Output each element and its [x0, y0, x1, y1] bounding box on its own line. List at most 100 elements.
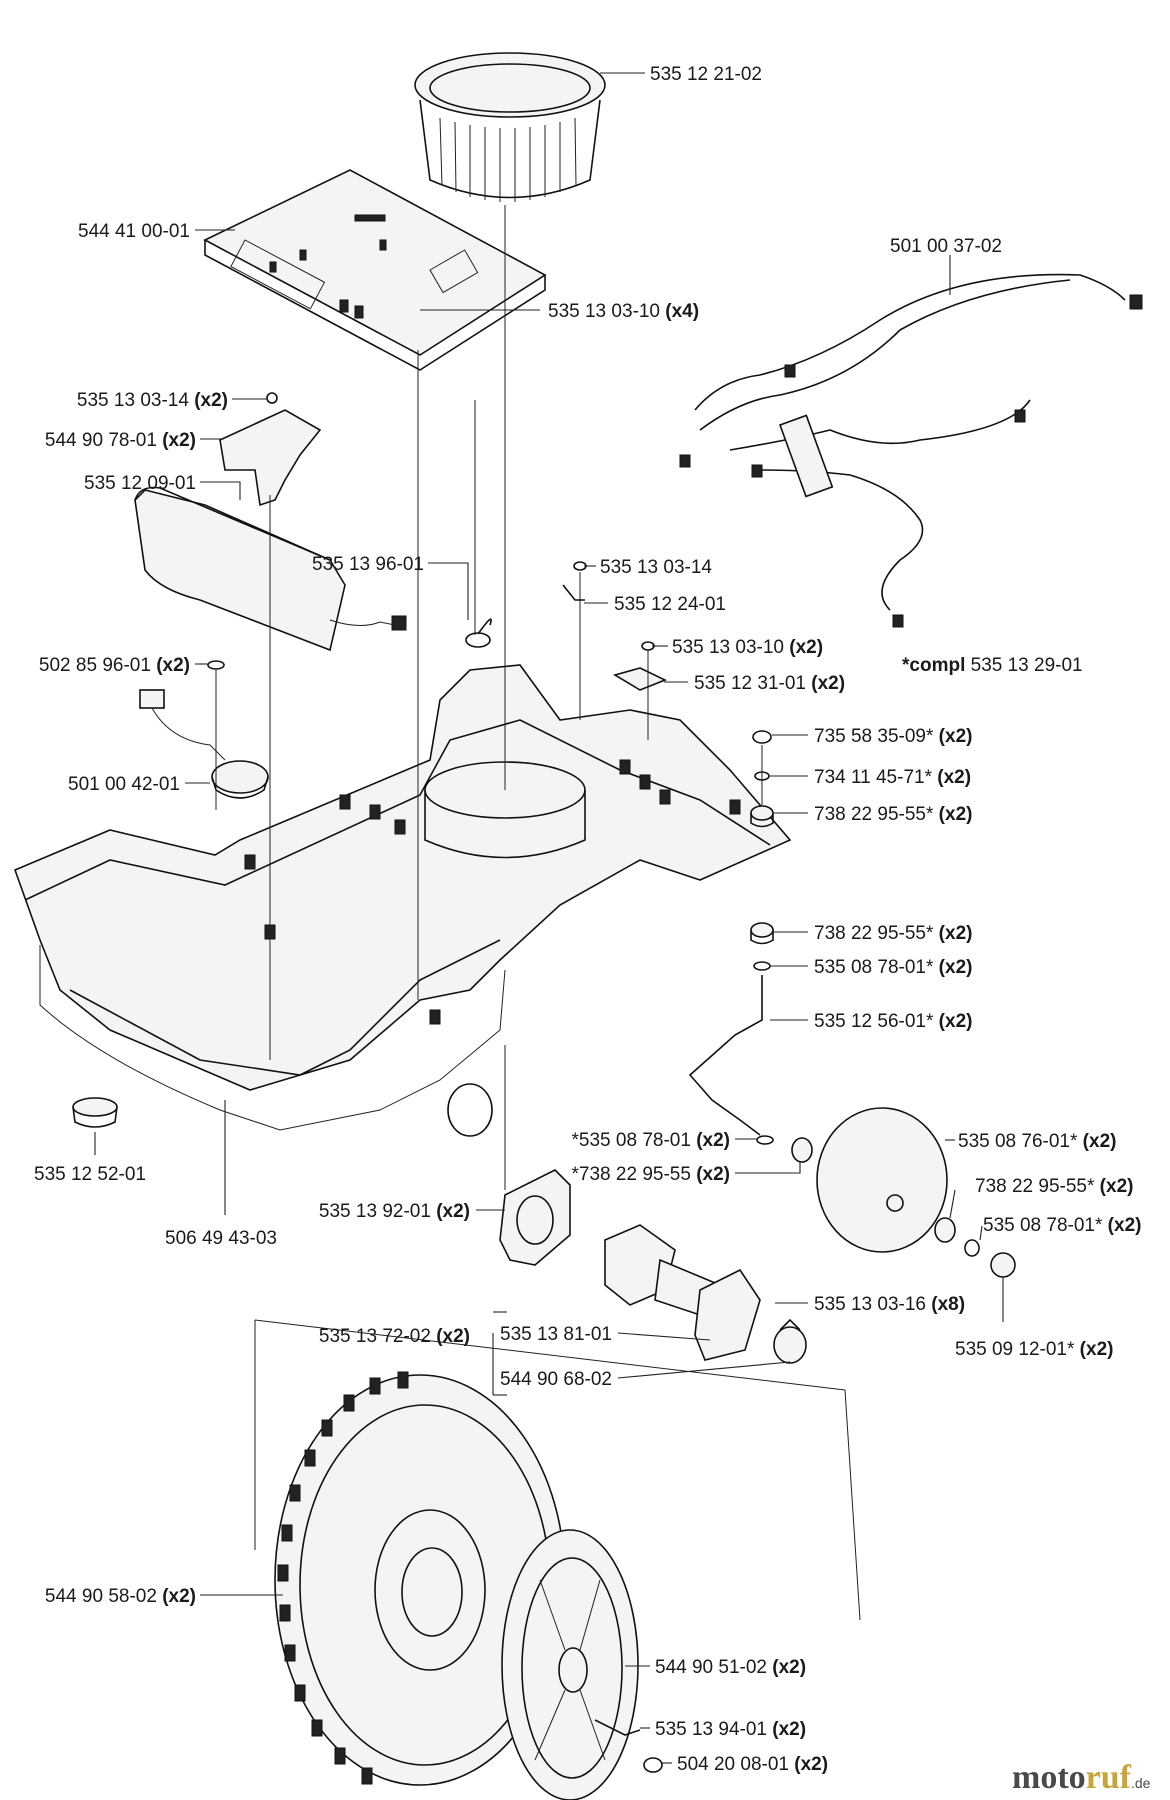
quantity: (x2)	[162, 1586, 196, 1607]
drawing-chassis	[13, 664, 792, 1137]
drawing-front-wheel-stack	[688, 730, 1016, 1278]
drawing-gasket	[499, 1169, 571, 1266]
callout-c27: 535 08 78-01* (x2)	[983, 1215, 1141, 1236]
callout-c25: 535 08 76-01* (x2)	[958, 1131, 1116, 1152]
part-number: 535 13 81-01	[500, 1324, 612, 1345]
callout-c12: 502 85 96-01 (x2)	[39, 655, 190, 676]
svg-text:motoruf.de: motoruf.de	[1012, 1759, 1151, 1796]
drawing-screw-left	[207, 660, 225, 670]
callout-c20: 535 12 56-01* (x2)	[814, 1011, 972, 1032]
quantity: (x2)	[939, 923, 973, 944]
callout-c2: 544 41 00-01	[78, 221, 190, 242]
quantity: (x2)	[696, 1130, 730, 1151]
part-number: 544 90 58-02	[45, 1586, 157, 1607]
callout-c26: 738 22 95-55* (x2)	[975, 1176, 1133, 1197]
drawing-bracket	[219, 392, 322, 507]
callout-c5: 535 13 03-14 (x2)	[77, 390, 228, 411]
drawing-plate	[612, 641, 667, 691]
quantity: (x2)	[937, 767, 971, 788]
part-number: 544 41 00-01	[78, 221, 190, 242]
part-number: 735 58 35-09*	[814, 726, 934, 747]
callout-c32: 535 13 81-01	[500, 1324, 612, 1345]
part-number: 535 13 03-16	[814, 1294, 926, 1315]
callout-c16: 734 11 45-71* (x2)	[814, 767, 971, 788]
part-number: 535 08 78-01*	[983, 1215, 1103, 1236]
callout-labels: 535 12 21-02 544 41 00-01 535 13 03-10 (…	[34, 64, 1141, 1775]
callout-c3: 535 13 03-10 (x4)	[548, 301, 699, 322]
quantity: (x2)	[194, 390, 228, 411]
drawing-assembly-frame	[254, 1319, 861, 1621]
callout-c23: *535 08 78-01 (x2)	[572, 1130, 730, 1151]
callout-c4: 501 00 37-02	[890, 236, 1002, 257]
part-number: 504 20 08-01	[677, 1754, 789, 1775]
quantity: (x2)	[1100, 1176, 1134, 1197]
callout-c30: 535 09 12-01* (x2)	[955, 1339, 1113, 1360]
drawing-hub-cap	[501, 1529, 663, 1800]
quantity: (x2)	[696, 1164, 730, 1185]
part-number: 535 08 78-01*	[814, 957, 934, 978]
part-number: 544 90 78-01	[45, 430, 157, 451]
leader-lines	[94, 72, 1004, 1764]
part-number: 501 00 37-02	[890, 236, 1002, 257]
callout-c1: 535 12 21-02	[650, 64, 762, 85]
callout-c10: 535 12 24-01	[614, 594, 726, 615]
part-number: *535 08 78-01	[572, 1130, 691, 1151]
drawing-battery	[134, 486, 407, 652]
callout-c17: 738 22 95-55* (x2)	[814, 804, 972, 825]
quantity: (x2)	[772, 1657, 806, 1678]
assembly-axis-lines	[215, 205, 763, 1190]
part-number: 738 22 95-55*	[814, 923, 934, 944]
callout-c31: 535 13 72-02 (x2)	[319, 1326, 470, 1347]
part-number: 535 13 96-01	[312, 554, 424, 575]
part-number: 535 13 03-14	[77, 390, 189, 411]
callout-c33: 544 90 68-02	[500, 1369, 612, 1390]
part-number: 535 12 21-02	[650, 64, 762, 85]
drawing-wiring-harness	[679, 273, 1143, 628]
drawing-sensor	[139, 689, 269, 799]
part-number: 544 90 68-02	[500, 1369, 612, 1390]
callout-c34: 544 90 58-02 (x2)	[45, 1586, 196, 1607]
kit-prefix: *compl	[902, 655, 965, 676]
quantity: (x8)	[931, 1294, 965, 1315]
quantity: (x2)	[811, 673, 845, 694]
part-number: 535 12 24-01	[614, 594, 726, 615]
drawing-circuit-board	[203, 169, 547, 371]
quantity: (x2)	[789, 637, 823, 658]
quantity: (x2)	[1108, 1215, 1142, 1236]
part-number: 738 22 95-55*	[814, 804, 934, 825]
part-number: 738 22 95-55*	[975, 1176, 1095, 1197]
drawing-clip	[562, 561, 587, 601]
part-number: 535 12 56-01*	[814, 1011, 934, 1032]
part-number: 535 13 94-01	[655, 1719, 767, 1740]
part-number: 535 13 03-10	[548, 301, 660, 322]
callout-c28: 535 13 92-01 (x2)	[319, 1201, 470, 1222]
part-number: 506 49 43-03	[165, 1228, 277, 1249]
callout-c19: 535 08 78-01* (x2)	[814, 957, 972, 978]
kit-part-number: 535 13 29-01	[971, 655, 1083, 676]
part-number: 535 13 03-10	[672, 637, 784, 658]
callout-c15: 735 58 35-09* (x2)	[814, 726, 972, 747]
watermark-suffix: .de	[1131, 1775, 1151, 1791]
callout-c14: 501 00 42-01	[68, 774, 180, 795]
callout-c24: *738 22 95-55 (x2)	[572, 1164, 730, 1185]
quantity: (x2)	[939, 804, 973, 825]
quantity: (x2)	[939, 957, 973, 978]
watermark-logo: motoruf.de	[1012, 1759, 1151, 1796]
kit-note: *compl 535 13 29-01	[902, 655, 1083, 676]
part-number: 535 13 92-01	[319, 1201, 431, 1222]
quantity: (x2)	[939, 726, 973, 747]
part-number: 501 00 42-01	[68, 774, 180, 795]
callout-c6: 544 90 78-01 (x2)	[45, 430, 196, 451]
part-number: 535 13 72-02	[319, 1326, 431, 1347]
callout-c7: 535 12 09-01	[84, 473, 196, 494]
part-number: 535 12 09-01	[84, 473, 196, 494]
callout-c11: 535 13 03-10 (x2)	[672, 637, 823, 658]
part-number: 535 13 03-14	[600, 557, 712, 578]
quantity: (x2)	[1080, 1339, 1114, 1360]
quantity: (x2)	[162, 430, 196, 451]
quantity: (x2)	[436, 1201, 470, 1222]
quantity: (x2)	[939, 1011, 973, 1032]
callout-c21: 535 12 52-01	[34, 1164, 146, 1185]
part-number: 535 12 52-01	[34, 1164, 146, 1185]
part-number: *738 22 95-55	[572, 1164, 691, 1185]
